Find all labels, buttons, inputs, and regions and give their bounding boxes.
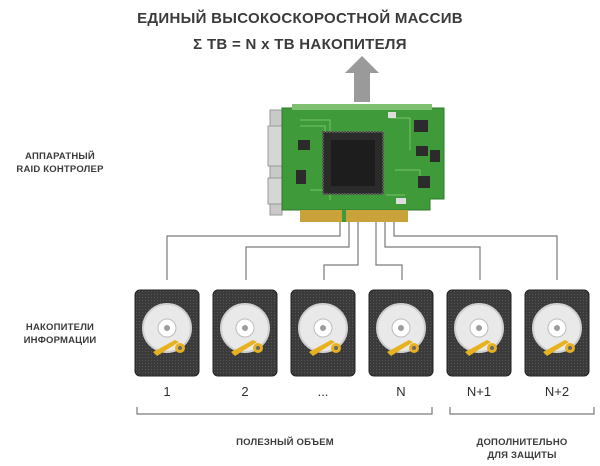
drives-label-line-2: ИНФОРМАЦИИ bbox=[23, 335, 97, 346]
protection-label: ДОПОЛНИТЕЛЬНО ДЛЯ ЗАЩИТЫ bbox=[452, 436, 592, 462]
hard-drive-icon bbox=[134, 289, 200, 377]
controller-label-line-1: АППАРАТНЫЙ bbox=[25, 151, 95, 162]
drive-label: 2 bbox=[241, 384, 249, 399]
protection-label-line-1: ДОПОЛНИТЕЛЬНО bbox=[476, 437, 568, 448]
protection-brace bbox=[449, 407, 595, 415]
drive-label: ... bbox=[317, 384, 329, 399]
title-line-2: Σ ТВ = N x ТВ НАКОПИТЕЛЯ bbox=[193, 36, 407, 53]
drive-label: N+1 bbox=[466, 384, 492, 399]
useful-brace bbox=[136, 407, 433, 415]
drive-label: N+2 bbox=[544, 384, 570, 399]
drive-label: N bbox=[396, 384, 406, 399]
protection-label-line-2: ДЛЯ ЗАЩИТЫ bbox=[487, 450, 557, 461]
useful-volume-label: ПОЛЕЗНЫЙ ОБЪЕМ bbox=[236, 437, 334, 448]
output-arrow-icon bbox=[345, 56, 379, 102]
drive-label: 1 bbox=[163, 384, 171, 399]
raid-controller-card-icon bbox=[267, 104, 445, 222]
controller-label-line-2: RAID КОНТРОЛЕР bbox=[16, 164, 104, 175]
drives-label: НАКОПИТЕЛИ ИНФОРМАЦИИ bbox=[0, 321, 120, 347]
controller-label: АППАРАТНЫЙ RAID КОНТРОЛЕР bbox=[0, 150, 120, 176]
connection-lines bbox=[166, 222, 558, 280]
title-line-1: ЕДИНЫЙ ВЫСОКОСКОРОСТНОЙ МАССИВ bbox=[137, 10, 463, 27]
drives-label-line-1: НАКОПИТЕЛИ bbox=[25, 322, 95, 333]
